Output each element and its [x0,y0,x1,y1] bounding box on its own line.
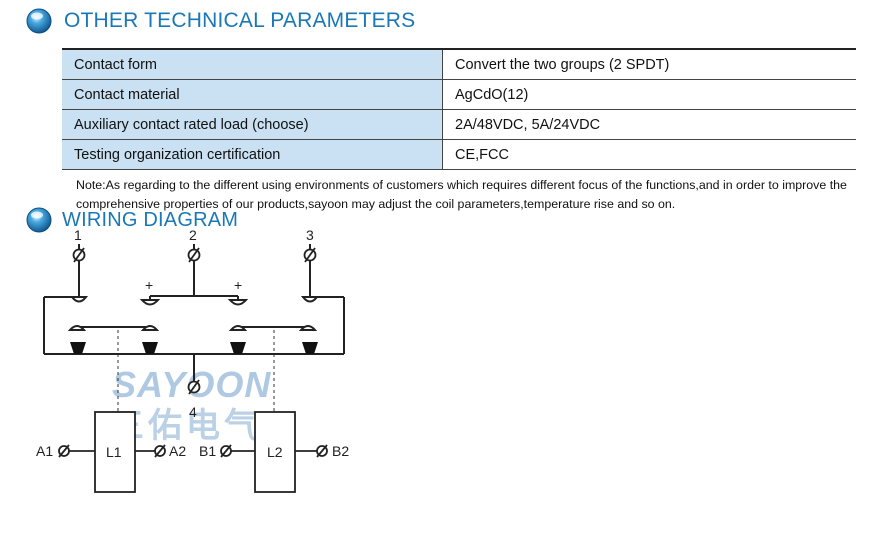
pin-b2-label: B2 [332,443,349,459]
params-title: OTHER TECHNICAL PARAMETERS [64,9,416,32]
coil-l2-label: L2 [267,444,283,460]
terminal-1-label: 1 [74,227,82,243]
param-value: CE,FCC [442,139,856,170]
terminal-2-label: 2 [189,227,197,243]
param-label: Contact material [62,79,443,110]
param-value: AgCdO(12) [442,79,856,110]
table-row: Auxiliary contact rated load (choose) 2A… [62,109,856,140]
note-text: Note:As regarding to the different using… [76,178,847,211]
pin-b1-label: B1 [199,443,216,459]
param-value: 2A/48VDC, 5A/24VDC [442,109,856,140]
coil-l1-label: L1 [106,444,122,460]
pin-a1-label: A1 [36,443,53,459]
param-value: Convert the two groups (2 SPDT) [442,49,856,80]
wiring-title: WIRING DIAGRAM [62,208,239,231]
pin-a2-label: A2 [169,443,186,459]
coil-l2-box [254,411,296,493]
polarity-plus-right: + [234,277,242,293]
param-label: Auxiliary contact rated load (choose) [62,109,443,140]
wiring-section-title: WIRING DIAGRAM [26,207,238,233]
terminal-3-label: 3 [306,227,314,243]
param-label: Testing organization certification [62,139,443,170]
table-row: Testing organization certification CE,FC… [62,139,856,170]
sphere-bullet-icon [26,8,52,34]
table-row: Contact form Convert the two groups (2 S… [62,49,856,80]
sphere-bullet-icon [26,207,52,233]
param-label: Contact form [62,49,443,80]
terminal-4-label: 4 [189,404,197,420]
params-table: Contact form Convert the two groups (2 S… [62,48,856,170]
table-row: Contact material AgCdO(12) [62,79,856,110]
coil-l1-box [94,411,136,493]
params-section-title: OTHER TECHNICAL PARAMETERS [26,8,415,34]
polarity-plus-left: + [145,277,153,293]
